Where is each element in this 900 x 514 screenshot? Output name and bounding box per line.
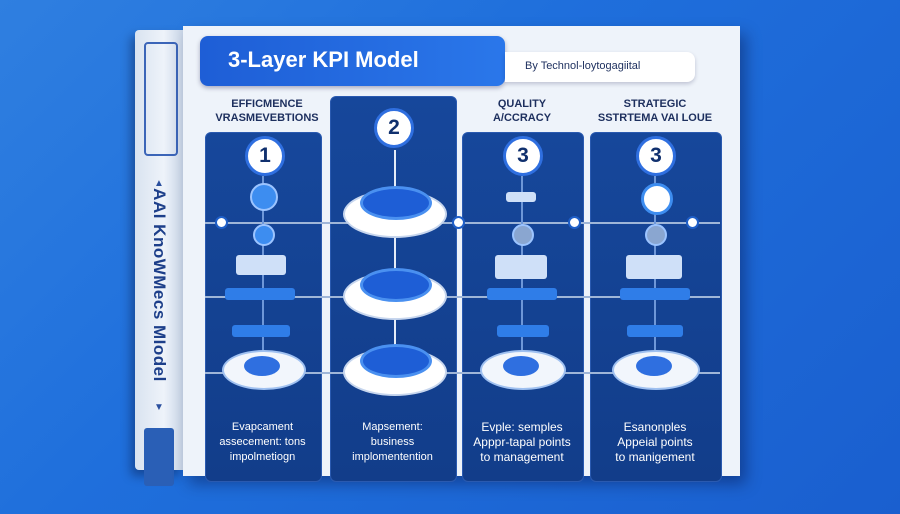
step-number-1: 1	[245, 136, 285, 176]
header: 3-Layer KPI Model By Technol-loytogagiit…	[200, 36, 700, 90]
node-dot	[686, 216, 699, 229]
progress-bar	[620, 288, 690, 300]
byline-banner: By Technol-loytogagiital	[505, 52, 695, 82]
platform-core	[503, 356, 539, 376]
progress-bar	[497, 325, 549, 337]
column-3	[462, 132, 584, 482]
target-icon	[641, 183, 673, 215]
step-number-3: 3	[503, 136, 543, 176]
progress-bar	[225, 288, 295, 300]
step-number-4: 3	[636, 136, 676, 176]
arrow-down-icon: ▼	[154, 402, 164, 413]
book-spine: ▲ AAI KnoWMecs MIodel ▼	[135, 30, 183, 486]
chart-icon	[506, 192, 536, 202]
dashboard-card	[495, 255, 547, 279]
disc-top	[360, 344, 432, 378]
disc-top	[360, 268, 432, 302]
node-dot	[215, 216, 228, 229]
gear-icon	[512, 224, 534, 246]
bookmark-icon	[144, 42, 178, 156]
disc-top	[360, 186, 432, 220]
progress-bar	[627, 325, 683, 337]
leaf-icon	[144, 428, 174, 486]
gear-icon	[253, 224, 275, 246]
byline-text: By Technol-loytogagiital	[525, 60, 641, 72]
connector-line	[205, 372, 720, 374]
platform-core	[636, 356, 672, 376]
step-number-2: 2	[374, 108, 414, 148]
page-title: 3-Layer KPI Model	[228, 47, 419, 72]
chart-icon	[250, 183, 278, 211]
connector-line	[205, 296, 720, 298]
dashboard-card	[626, 255, 682, 279]
node-dot	[452, 216, 465, 229]
platform-core	[244, 356, 280, 376]
progress-bar	[487, 288, 557, 300]
spine-title: AAI KnoWMecs MIodel	[150, 188, 170, 382]
node-dot	[568, 216, 581, 229]
progress-bar	[232, 325, 290, 337]
arrow-up-icon: ▲	[154, 178, 164, 189]
column-2-line	[394, 150, 396, 380]
title-banner: 3-Layer KPI Model	[200, 36, 505, 86]
dashboard-card	[236, 255, 286, 275]
gear-icon	[645, 224, 667, 246]
